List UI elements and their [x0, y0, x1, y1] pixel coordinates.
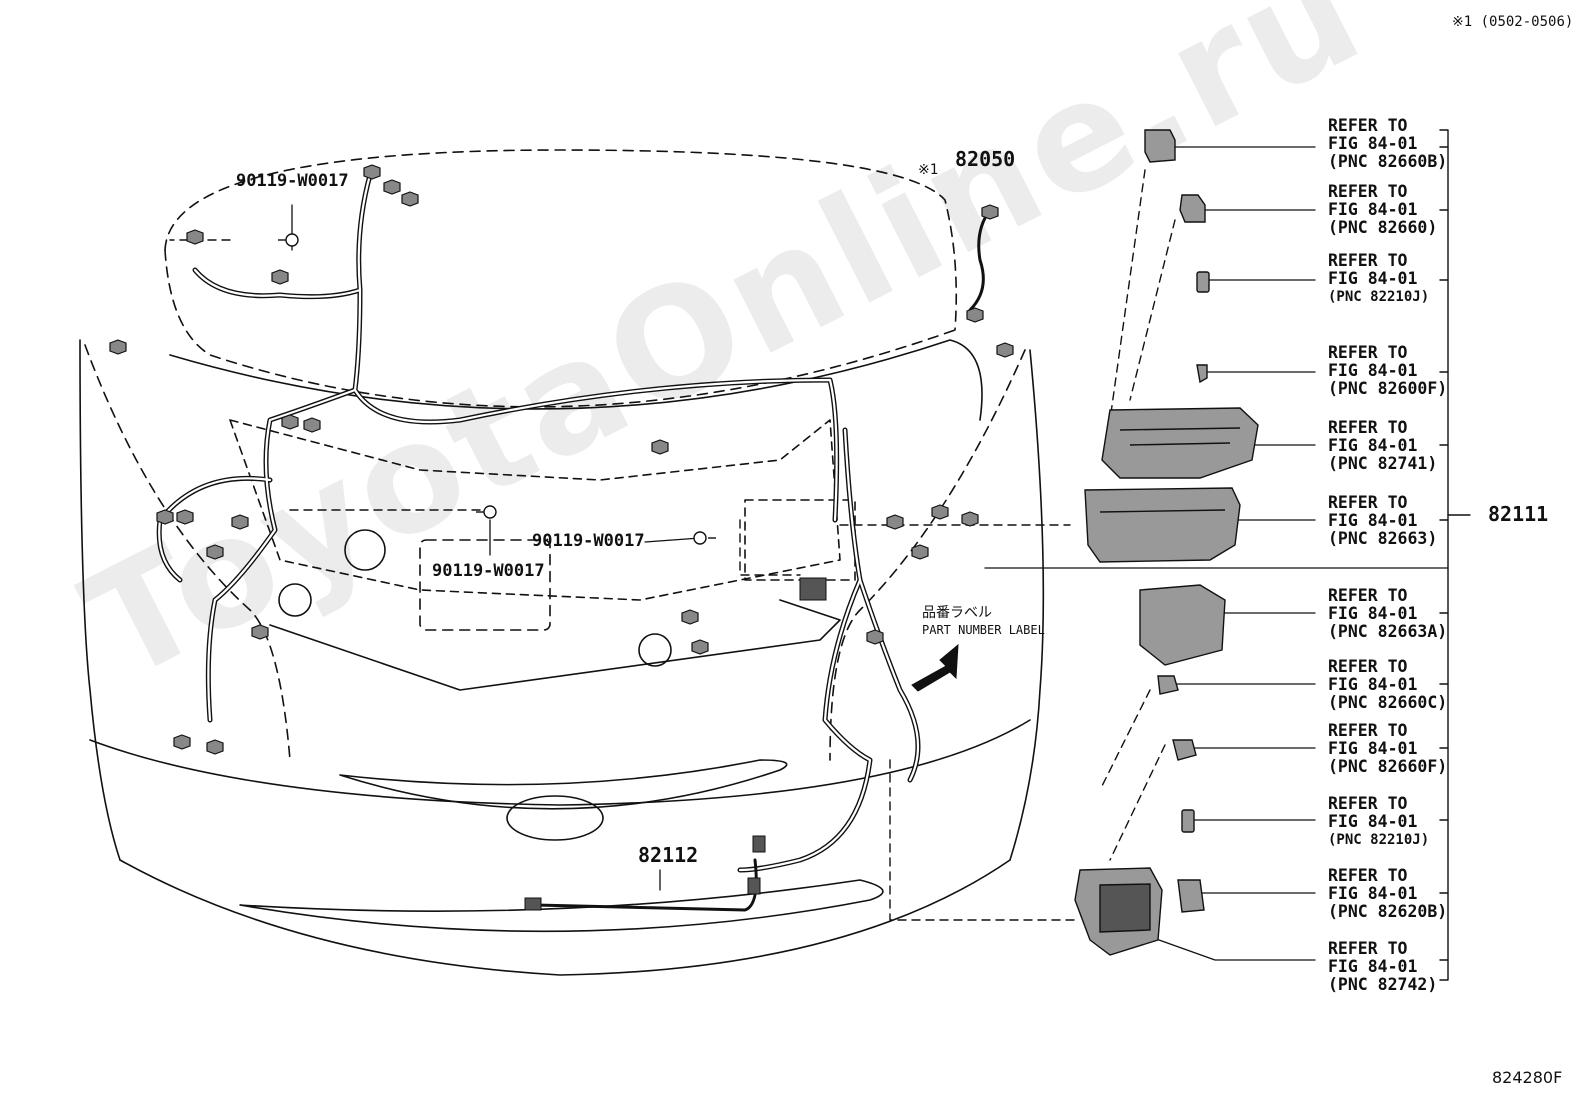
fuse-82210j-bottom: [1181, 809, 1195, 833]
screw-part-number-right: 90119-W0017: [532, 531, 645, 551]
part-number-label-jp: 品番ラベル: [922, 605, 992, 621]
relay-82620b: [1177, 879, 1205, 913]
connectors: [109, 164, 1014, 755]
battery: [419, 539, 551, 631]
grille-opening: [339, 759, 788, 810]
harness-82050-marker: ※1: [918, 162, 939, 178]
applicability-note: ※1 (0502-0506): [1452, 14, 1574, 30]
headlamp-right: [829, 349, 1026, 761]
headlamp-left: [84, 344, 291, 761]
hood-outline: [164, 149, 958, 331]
fuse-relay-components: [1074, 129, 1259, 956]
screws: [278, 233, 716, 545]
screw-part-number-top: 90119-W0017: [236, 171, 349, 191]
relay-block-82663: [1084, 487, 1241, 563]
relay-82660b: [1144, 129, 1176, 163]
harness-82050-label: 82050: [955, 147, 1016, 171]
reservoir-cap: [344, 529, 386, 571]
bracket-82111: [1439, 129, 1449, 981]
relay-block-82741: [1101, 407, 1259, 479]
harness-82112-label: 82112: [638, 843, 699, 867]
plug-connectors: [524, 577, 827, 911]
bracket-ticks: [1439, 146, 1471, 961]
harness-82112: [533, 858, 758, 912]
relay-82660f: [1172, 739, 1197, 761]
fender-left: [79, 339, 121, 861]
lower-grille: [239, 879, 884, 933]
emblem: [506, 795, 604, 841]
part-number-label-en: PART NUMBER LABEL: [922, 623, 1045, 637]
relay-82660c: [1157, 675, 1179, 695]
radiator-support: [269, 599, 841, 691]
harness-main-inner: [158, 173, 920, 872]
washer-cap: [278, 583, 312, 617]
leader-lines: [169, 169, 1176, 921]
cowl: [169, 339, 983, 421]
fuse-82210j-top: [1196, 271, 1210, 293]
harness-82050-wire: [968, 208, 992, 312]
reference-leaders: [291, 146, 1449, 961]
bumper-upper: [89, 719, 1031, 806]
hood-front-edge: [164, 249, 956, 408]
fender-right: [1009, 349, 1045, 861]
cover-82663a: [1139, 584, 1226, 666]
harness-82111-label: 82111: [1488, 502, 1549, 526]
screw-part-number-center: 90119-W0017: [432, 561, 545, 581]
bumper-lower: [119, 859, 1011, 976]
part-number-label-arrow: [911, 643, 959, 692]
brake-cap: [638, 633, 672, 667]
relay-82660: [1179, 194, 1206, 223]
figure-id: 824280F: [1492, 1068, 1563, 1087]
fuse-82600f: [1196, 364, 1208, 384]
